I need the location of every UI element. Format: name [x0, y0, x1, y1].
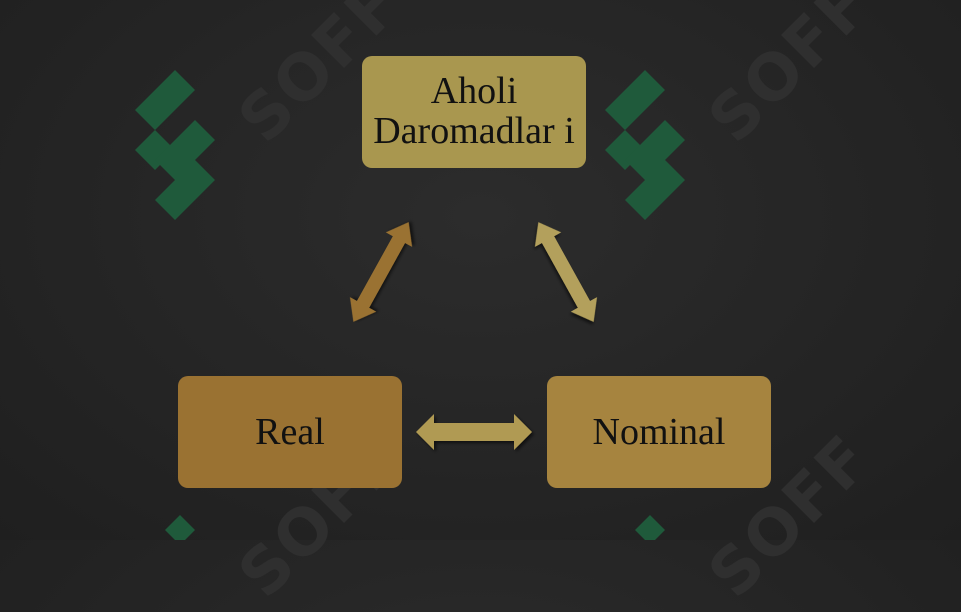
connector-arrows [349, 222, 598, 450]
double-arrow-top-right [534, 222, 598, 322]
node-label: Real [255, 411, 325, 453]
node-aholi-daromadlari: Aholi Daromadlar i [362, 56, 586, 168]
node-real: Real [178, 376, 402, 488]
double-arrow-bottom [416, 414, 532, 450]
node-label: Aholi Daromadlar i [373, 70, 575, 152]
double-arrow-top-left [349, 222, 413, 322]
node-label: Nominal [592, 411, 726, 453]
node-nominal: Nominal [547, 376, 771, 488]
